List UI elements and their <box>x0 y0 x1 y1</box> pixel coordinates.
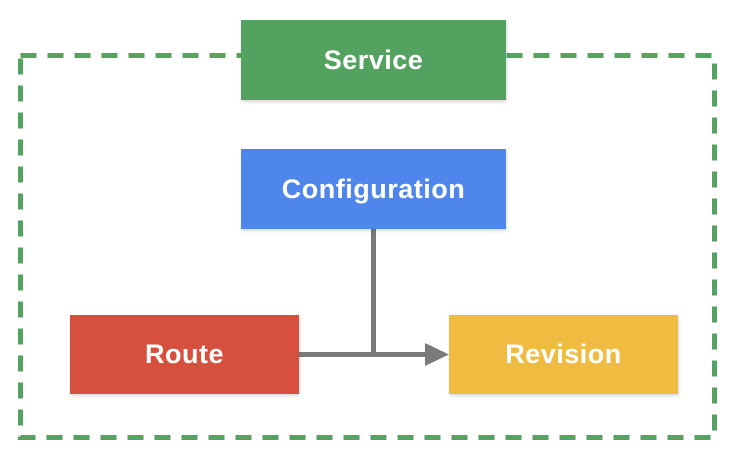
node-route: Route <box>70 315 299 394</box>
node-route-label: Route <box>145 339 224 369</box>
node-service: Service <box>241 20 506 100</box>
node-revision-label: Revision <box>505 339 622 369</box>
node-configuration: Configuration <box>241 149 506 229</box>
node-service-label: Service <box>323 44 424 75</box>
node-revision: Revision <box>449 315 678 394</box>
arrowhead-icon <box>425 343 449 366</box>
node-configuration-label: Configuration <box>281 173 466 204</box>
